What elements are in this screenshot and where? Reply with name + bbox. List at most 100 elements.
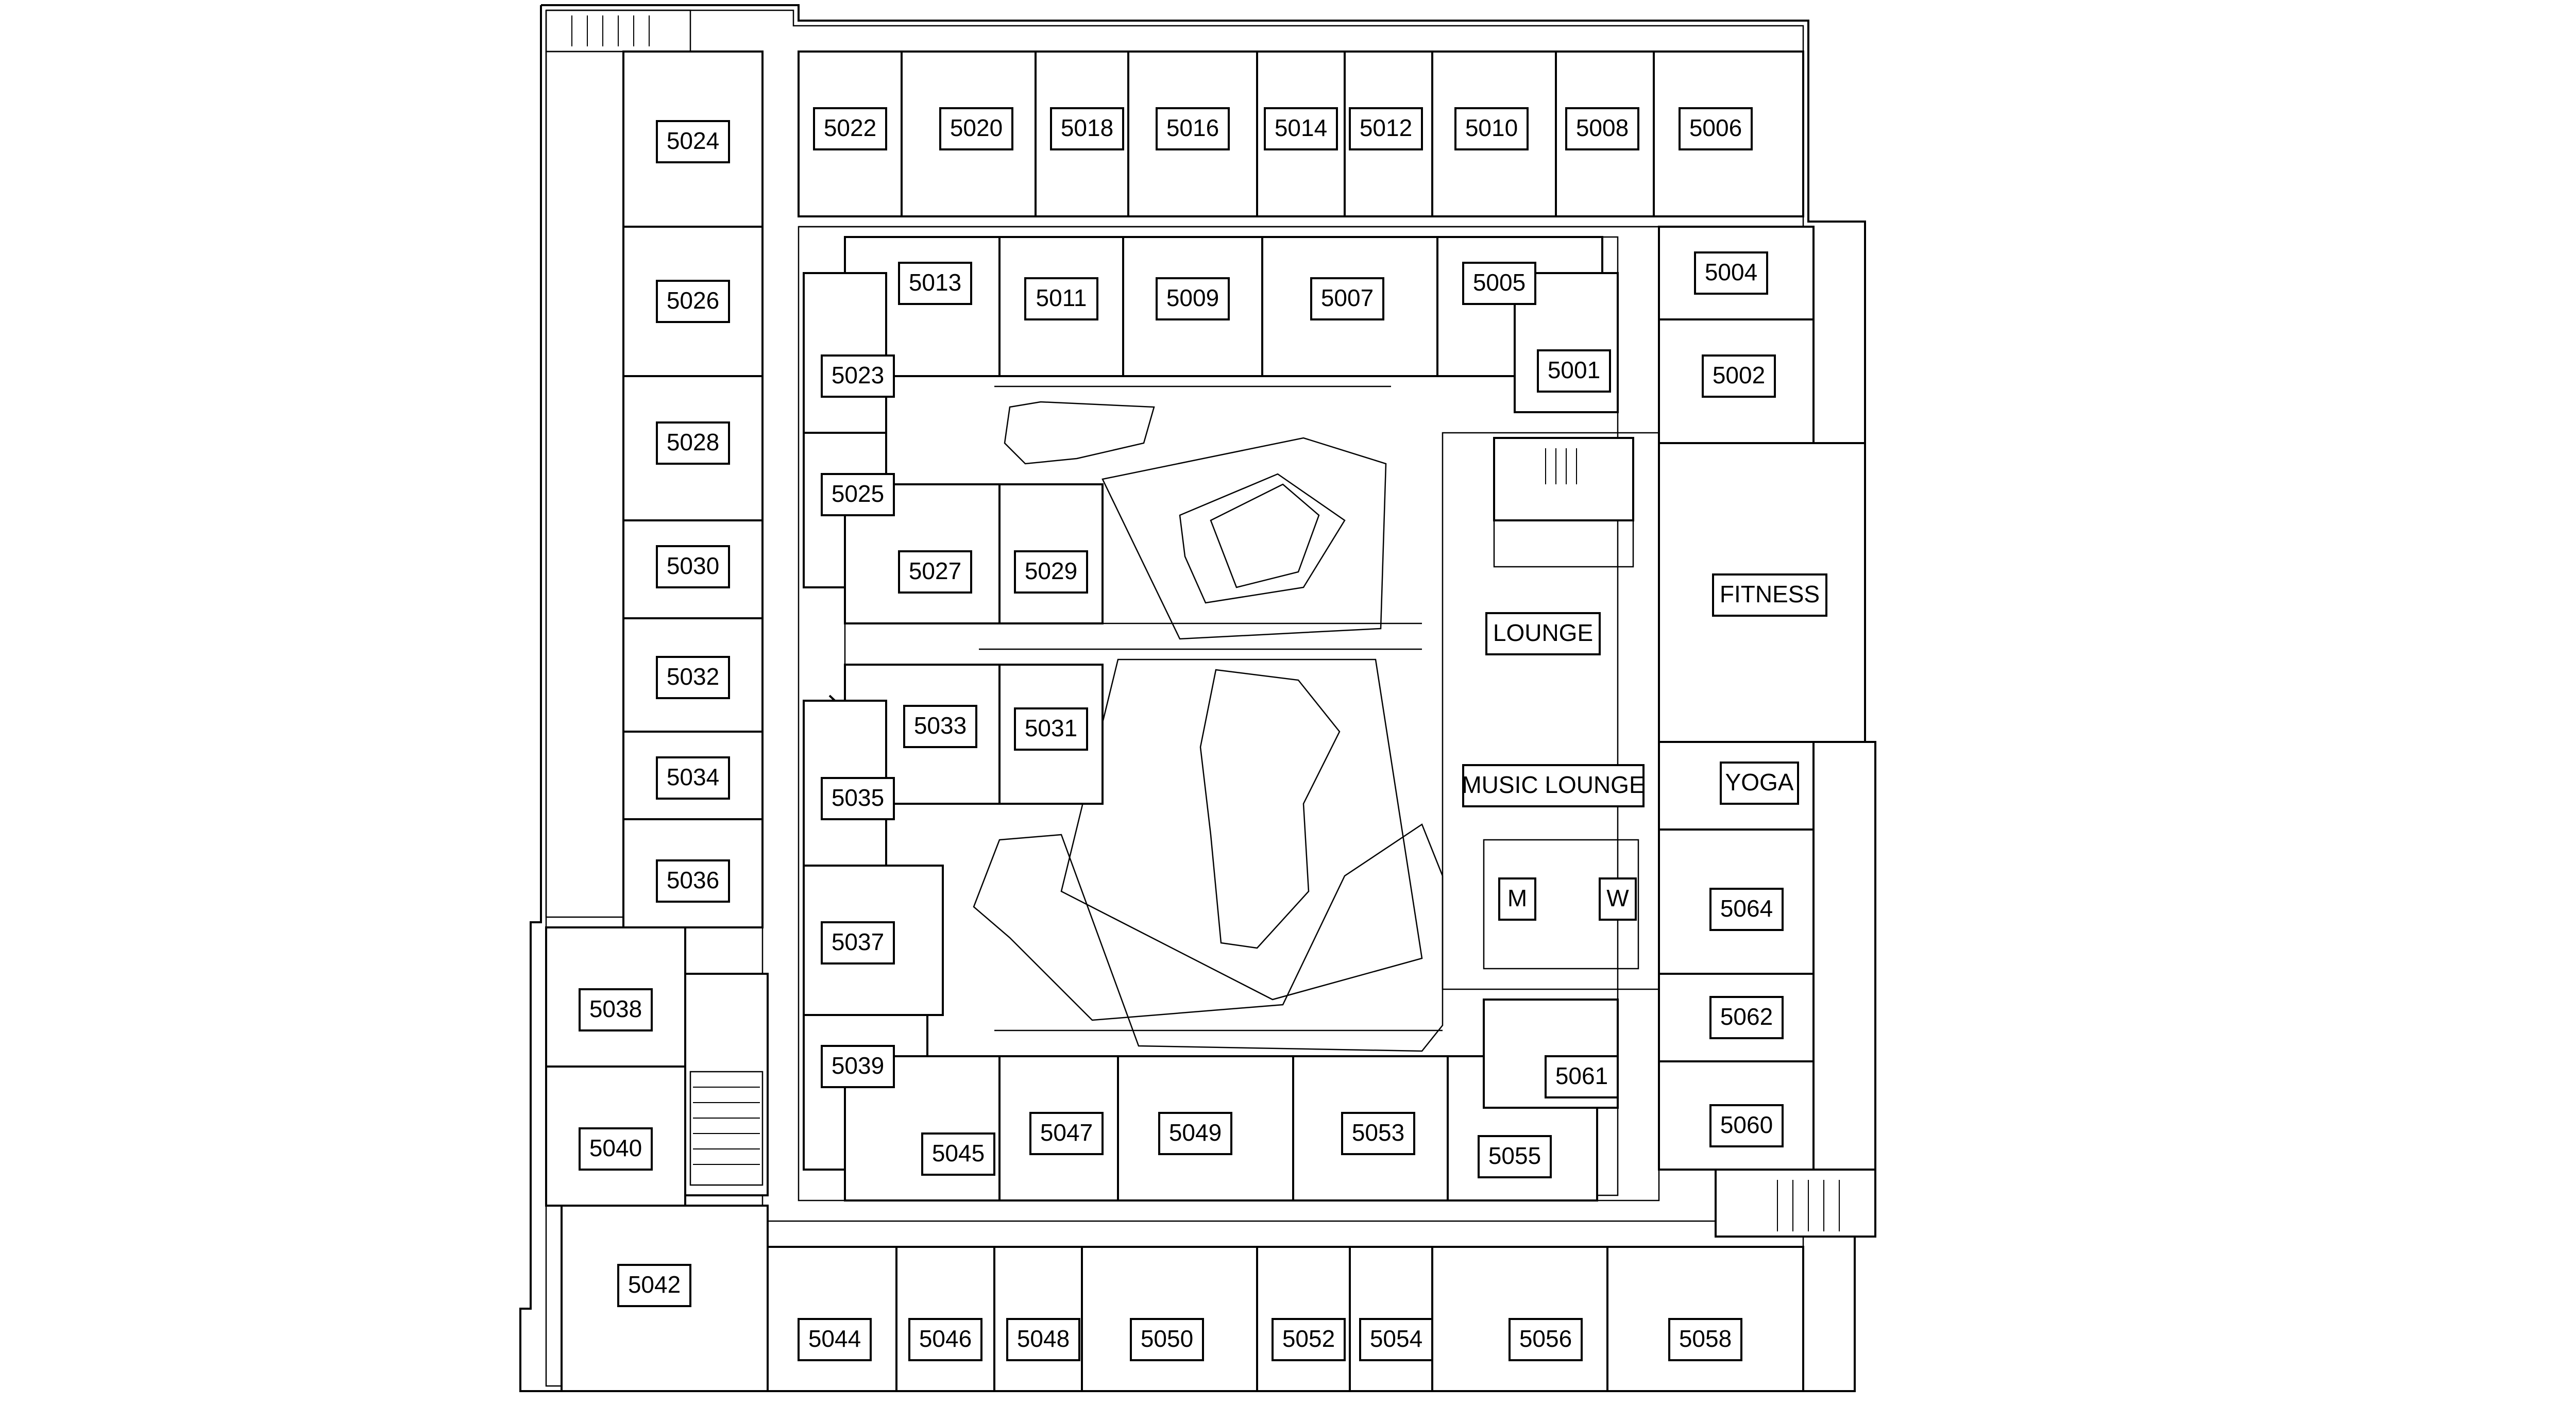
room-r5048[interactable]: 5048 xyxy=(1006,1318,1080,1361)
room-label-box xyxy=(1454,107,1529,150)
room-r5038[interactable]: 5038 xyxy=(579,988,653,1031)
room-label: 5010 xyxy=(1465,114,1518,141)
room-r5055[interactable]: 5055 xyxy=(1478,1135,1552,1178)
room-r5005[interactable]: 5005 xyxy=(1462,262,1536,305)
room-r5064[interactable]: 5064 xyxy=(1709,888,1784,931)
room-yoga[interactable]: YOGA xyxy=(1720,762,1799,805)
room-label-box xyxy=(1709,996,1784,1039)
room-r5001[interactable]: 5001 xyxy=(1537,349,1611,393)
room-r5010[interactable]: 5010 xyxy=(1454,107,1529,150)
room-label-box xyxy=(656,280,730,323)
room-label: 5007 xyxy=(1321,284,1374,311)
room-label: 5033 xyxy=(914,712,967,739)
room-label: 5020 xyxy=(950,114,1003,141)
room-r5053[interactable]: 5053 xyxy=(1341,1112,1415,1155)
room-label-box xyxy=(1545,1055,1619,1098)
room-r5009[interactable]: 5009 xyxy=(1156,277,1230,320)
room-r5033[interactable]: 5033 xyxy=(903,705,977,748)
room-r5026[interactable]: 5026 xyxy=(656,280,730,323)
room-r5052[interactable]: 5052 xyxy=(1272,1318,1346,1361)
room-r5058[interactable]: 5058 xyxy=(1668,1318,1742,1361)
room-r5006[interactable]: 5006 xyxy=(1679,107,1753,150)
room-label: 5008 xyxy=(1576,114,1629,141)
room-label-box xyxy=(1462,262,1536,305)
room-fitness[interactable]: FITNESS xyxy=(1712,573,1827,617)
room-label: 5056 xyxy=(1519,1325,1572,1352)
room-label: 5029 xyxy=(1025,557,1077,584)
room-label-box xyxy=(1349,107,1423,150)
room-label-box xyxy=(1462,764,1645,807)
room-label: 5014 xyxy=(1275,114,1327,141)
room-r5061[interactable]: 5061 xyxy=(1545,1055,1619,1098)
room-label: 5011 xyxy=(1036,284,1087,311)
room-r5012[interactable]: 5012 xyxy=(1349,107,1423,150)
room-r5047[interactable]: 5047 xyxy=(1029,1112,1104,1155)
room-r5032[interactable]: 5032 xyxy=(656,656,730,699)
room-r5020[interactable]: 5020 xyxy=(939,107,1013,150)
room-label-box xyxy=(939,107,1013,150)
room-label: MUSIC LOUNGE xyxy=(1462,771,1645,798)
room-label-box xyxy=(1050,107,1124,150)
room-r5023[interactable]: 5023 xyxy=(821,354,895,398)
room-label-box xyxy=(1509,1318,1583,1361)
room-label-box xyxy=(656,656,730,699)
room-label-box xyxy=(821,921,895,965)
room-label-box xyxy=(1694,251,1768,295)
room-label: 5048 xyxy=(1017,1325,1070,1352)
room-r5016[interactable]: 5016 xyxy=(1156,107,1230,150)
room-r5044[interactable]: 5044 xyxy=(798,1318,872,1361)
room-r5007[interactable]: 5007 xyxy=(1310,277,1384,320)
room-r5056[interactable]: 5056 xyxy=(1509,1318,1583,1361)
room-label-box xyxy=(1264,107,1338,150)
room-r5050[interactable]: 5050 xyxy=(1130,1318,1204,1361)
room-r5039[interactable]: 5039 xyxy=(821,1045,895,1088)
room-r5028[interactable]: 5028 xyxy=(656,421,730,465)
room-lounge[interactable]: LOUNGE xyxy=(1485,612,1601,655)
room-label-box xyxy=(1485,612,1601,655)
room-label-box xyxy=(821,777,895,820)
room-label-box xyxy=(656,859,730,903)
room-r5002[interactable]: 5002 xyxy=(1702,354,1776,398)
room-r5029[interactable]: 5029 xyxy=(1014,550,1088,594)
room-label: 5061 xyxy=(1555,1062,1608,1089)
room-label-box xyxy=(1272,1318,1346,1361)
room-r5062[interactable]: 5062 xyxy=(1709,996,1784,1039)
room-r5030[interactable]: 5030 xyxy=(656,545,730,588)
room-r5045[interactable]: 5045 xyxy=(921,1132,995,1176)
room-label: 5006 xyxy=(1689,114,1742,141)
room-r5036[interactable]: 5036 xyxy=(656,859,730,903)
room-r5049[interactable]: 5049 xyxy=(1158,1112,1232,1155)
room-r5014[interactable]: 5014 xyxy=(1264,107,1338,150)
room-label-box xyxy=(579,988,653,1031)
room-label-box xyxy=(1712,573,1827,617)
room-m[interactable]: M xyxy=(1498,877,1536,921)
room-label: 5064 xyxy=(1720,895,1773,922)
room-r5060[interactable]: 5060 xyxy=(1709,1104,1784,1147)
room-r5008[interactable]: 5008 xyxy=(1565,107,1639,150)
room-r5031[interactable]: 5031 xyxy=(1014,707,1088,751)
room-r5025[interactable]: 5025 xyxy=(821,473,895,516)
room-label-box xyxy=(1679,107,1753,150)
room-r5011[interactable]: 5011 xyxy=(1024,277,1098,320)
room-r5018[interactable]: 5018 xyxy=(1050,107,1124,150)
room-r5013[interactable]: 5013 xyxy=(898,262,972,305)
room-r5046[interactable]: 5046 xyxy=(908,1318,982,1361)
room-r5037[interactable]: 5037 xyxy=(821,921,895,965)
room-w[interactable]: W xyxy=(1599,877,1637,921)
room-r5054[interactable]: 5054 xyxy=(1359,1318,1433,1361)
room-r5035[interactable]: 5035 xyxy=(821,777,895,820)
room-label: 5004 xyxy=(1705,259,1757,285)
room-label: 5005 xyxy=(1473,269,1526,296)
room-r5042[interactable]: 5042 xyxy=(617,1264,691,1307)
room-r5024[interactable]: 5024 xyxy=(656,120,730,163)
room-label: 5018 xyxy=(1061,114,1113,141)
room-label-box xyxy=(656,120,730,163)
room-r5027[interactable]: 5027 xyxy=(898,550,972,594)
room-r5040[interactable]: 5040 xyxy=(579,1127,653,1171)
room-label-box xyxy=(1478,1135,1552,1178)
room-r5022[interactable]: 5022 xyxy=(813,107,887,150)
room-r5034[interactable]: 5034 xyxy=(656,756,730,800)
room-label-box xyxy=(903,705,977,748)
room-music[interactable]: MUSIC LOUNGE xyxy=(1462,764,1645,807)
room-r5004[interactable]: 5004 xyxy=(1694,251,1768,295)
